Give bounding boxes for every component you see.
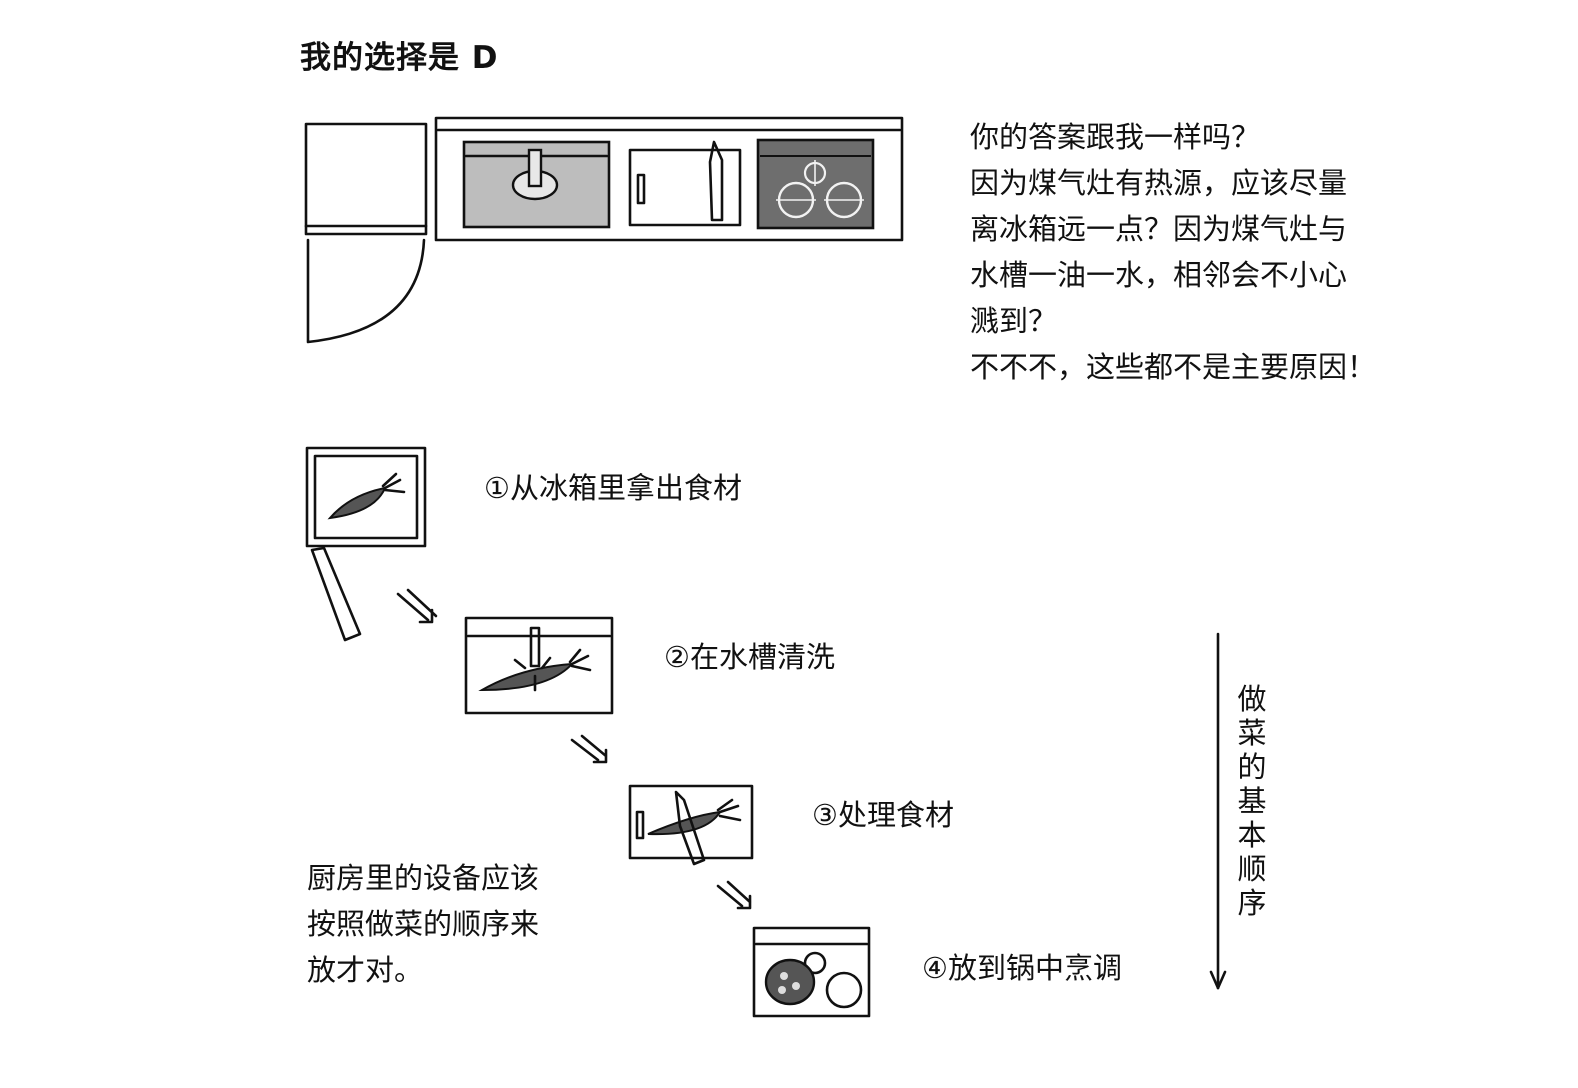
flow-arrow-icon	[1209, 632, 1227, 990]
sink-icon	[462, 140, 611, 229]
arrow-icon	[570, 734, 608, 764]
fridge-carrot-icon	[305, 446, 427, 642]
answer-line: 水槽一油一水，相邻会不小心	[970, 258, 1348, 292]
answer-line: 溅到？	[970, 304, 1058, 338]
counter-icon	[434, 116, 904, 242]
answer-explanation: 你的答案跟我一样吗？ 因为煤气灶有热源，应该尽量 离冰箱远一点？因为煤气灶与 水…	[970, 114, 1440, 390]
stove-pot-icon	[752, 926, 871, 1018]
answer-line: 离冰箱远一点？因为煤气灶与	[970, 212, 1348, 246]
step-4-label: ④放到锅中烹调	[922, 951, 1122, 985]
page-title: 我的选择是 D	[300, 40, 499, 76]
step-1-label: ①从冰箱里拿出食材	[484, 471, 742, 505]
note-line: 放才对。	[307, 953, 424, 987]
step-2-label: ②在水槽清洗	[664, 640, 835, 674]
answer-line: 不不不，这些都不是主要原因！	[970, 350, 1377, 384]
refrigerator-icon	[304, 122, 428, 344]
note-line: 厨房里的设备应该	[307, 861, 540, 895]
answer-line: 因为煤气灶有热源，应该尽量	[970, 166, 1348, 200]
step-3-label: ③处理食材	[812, 798, 954, 832]
sink-washing-icon	[464, 616, 614, 715]
answer-line: 你的答案跟我一样吗？	[970, 120, 1261, 154]
cutting-board-knife-icon	[628, 784, 754, 866]
cutting-board-icon	[628, 140, 742, 227]
arrow-icon	[716, 880, 752, 910]
flow-label: 做菜的基本顺序	[1237, 682, 1267, 920]
conclusion-note: 厨房里的设备应该 按照做菜的顺序来 放才对。	[307, 855, 539, 993]
stove-icon	[756, 138, 875, 230]
note-line: 按照做菜的顺序来	[307, 907, 540, 941]
arrow-icon	[396, 588, 438, 624]
